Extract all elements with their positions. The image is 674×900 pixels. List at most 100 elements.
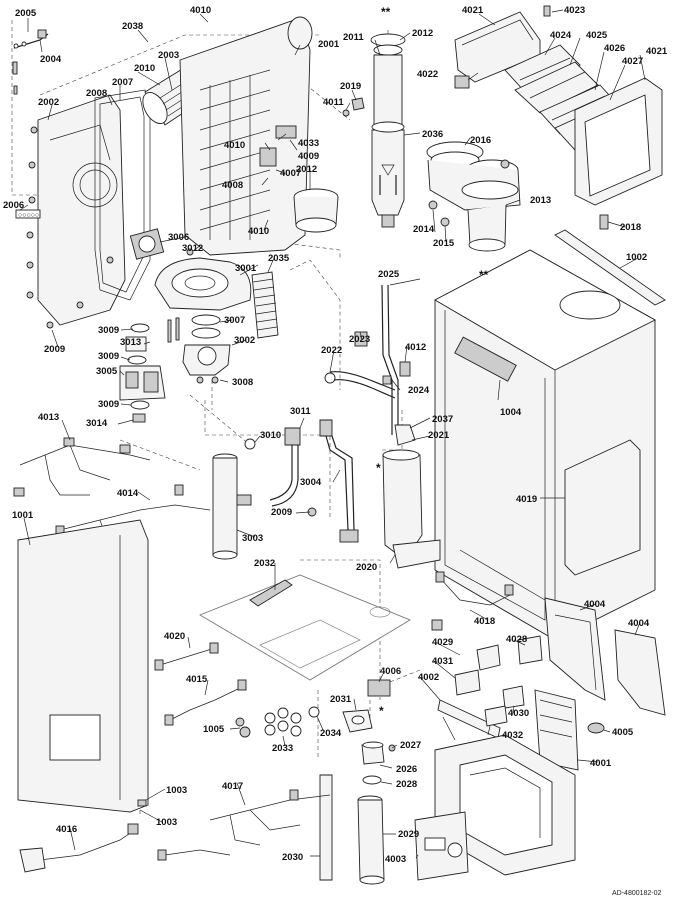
svg-text:○○○○○: ○○○○○ bbox=[18, 212, 39, 219]
label-4004-a: 4004 bbox=[584, 599, 606, 610]
label-2024: 2024 bbox=[408, 385, 430, 396]
label-2031: 2031 bbox=[330, 694, 352, 705]
drawing-reference: AD-4800182-02 bbox=[612, 890, 662, 897]
label-4017: 4017 bbox=[222, 781, 243, 792]
label-2026: 2026 bbox=[396, 764, 417, 775]
label-3001: 3001 bbox=[235, 263, 257, 274]
label-4032: 4032 bbox=[502, 730, 523, 741]
star-marker-flue: ** bbox=[479, 268, 489, 282]
label-4004-b: 4004 bbox=[628, 618, 650, 629]
label-2028: 2028 bbox=[396, 779, 417, 790]
label-4021-right: 4021 bbox=[646, 46, 668, 57]
seal-rings bbox=[264, 706, 320, 737]
label-1002: 1002 bbox=[626, 252, 647, 263]
parts-drawing: ○○○○○ bbox=[11, 5, 666, 885]
exchanger-fins bbox=[199, 69, 271, 240]
label-2033: 2033 bbox=[272, 743, 293, 754]
label-4014: 4014 bbox=[117, 488, 139, 499]
label-2014: 2014 bbox=[413, 224, 435, 235]
label-4020: 4020 bbox=[164, 631, 185, 642]
label-4010: 4010 bbox=[190, 5, 211, 16]
label-4008: 4008 bbox=[222, 180, 243, 191]
label-2009-left: 2009 bbox=[44, 344, 65, 355]
label-4016: 4016 bbox=[56, 824, 77, 835]
label-4002: 4002 bbox=[418, 672, 439, 683]
label-4012: 4012 bbox=[405, 342, 426, 353]
label-3006: 3006 bbox=[168, 232, 189, 243]
label-2013: 2013 bbox=[530, 195, 551, 206]
label-4018: 4018 bbox=[474, 616, 495, 627]
label-3010: 3010 bbox=[260, 430, 281, 441]
label-2010: 2010 bbox=[134, 63, 155, 74]
label-2008: 2008 bbox=[86, 88, 107, 99]
label-2002: 2002 bbox=[38, 97, 59, 108]
label-4024: 4024 bbox=[550, 30, 572, 41]
label-4005: 4005 bbox=[612, 727, 634, 738]
label-3012: 3012 bbox=[182, 243, 203, 254]
label-3008: 3008 bbox=[232, 377, 253, 388]
label-4031: 4031 bbox=[432, 656, 454, 667]
label-4021-top: 4021 bbox=[462, 5, 484, 16]
label-2029: 2029 bbox=[398, 829, 419, 840]
label-3007: 3007 bbox=[224, 315, 245, 326]
label-2038: 2038 bbox=[122, 21, 143, 32]
label-4033: 4033 bbox=[298, 138, 319, 149]
label-1001: 1001 bbox=[12, 510, 34, 521]
label-2020: 2020 bbox=[356, 562, 377, 573]
label-3009-c: 3009 bbox=[98, 399, 119, 410]
star-marker-base: * bbox=[379, 704, 384, 718]
label-2011: 2011 bbox=[343, 32, 364, 43]
label-2023: 2023 bbox=[349, 334, 370, 345]
label-3009-b: 3009 bbox=[98, 351, 119, 362]
label-1004: 1004 bbox=[500, 407, 522, 418]
label-4028: 4028 bbox=[506, 634, 527, 645]
label-4010-mid: 4010 bbox=[224, 140, 245, 151]
label-3009-a: 3009 bbox=[98, 325, 119, 336]
label-4029: 4029 bbox=[432, 637, 453, 648]
label-2034: 2034 bbox=[320, 728, 342, 739]
label-2037: 2037 bbox=[432, 414, 453, 425]
label-2001: 2001 bbox=[318, 39, 340, 50]
label-4010-low: 4010 bbox=[248, 226, 269, 237]
label-2004: 2004 bbox=[40, 54, 62, 65]
label-4026: 4026 bbox=[604, 43, 625, 54]
label-4030: 4030 bbox=[508, 708, 529, 719]
leader-lines bbox=[19, 9, 646, 859]
label-4027: 4027 bbox=[622, 56, 643, 67]
label-2012-top: 2012 bbox=[412, 28, 433, 39]
label-4007: 4007 bbox=[280, 168, 301, 179]
label-3014: 3014 bbox=[86, 418, 108, 429]
label-2036: 2036 bbox=[422, 129, 443, 140]
label-2019: 2019 bbox=[340, 81, 361, 92]
label-2005: 2005 bbox=[15, 8, 37, 19]
label-2030: 2030 bbox=[282, 852, 303, 863]
label-4015: 4015 bbox=[186, 674, 208, 685]
label-4009: 4009 bbox=[298, 151, 319, 162]
label-1003-a: 1003 bbox=[166, 785, 187, 796]
label-2022: 2022 bbox=[321, 345, 342, 356]
label-2027: 2027 bbox=[400, 740, 421, 751]
label-4013: 4013 bbox=[38, 412, 59, 423]
label-4022: 4022 bbox=[417, 69, 438, 80]
label-4006: 4006 bbox=[380, 666, 401, 677]
plate-bolts bbox=[26, 126, 114, 329]
label-2035: 2035 bbox=[268, 253, 290, 264]
label-3013: 3013 bbox=[120, 337, 141, 348]
label-3011: 3011 bbox=[290, 406, 311, 417]
label-2032: 2032 bbox=[254, 558, 275, 569]
part-number-labels: 2005 2004 2038 4010 2003 2001 2010 2007 … bbox=[3, 5, 668, 897]
label-2003: 2003 bbox=[158, 50, 179, 61]
star-marker-siphon: * bbox=[376, 461, 381, 475]
label-2016: 2016 bbox=[470, 135, 491, 146]
label-3004: 3004 bbox=[300, 477, 322, 488]
label-2021: 2021 bbox=[428, 430, 450, 441]
label-2006: 2006 bbox=[3, 200, 24, 211]
label-1003-b: 1003 bbox=[156, 817, 177, 828]
label-3005: 3005 bbox=[96, 366, 118, 377]
label-2009-mid: 2009 bbox=[271, 507, 292, 518]
label-4023: 4023 bbox=[564, 5, 585, 16]
label-1005: 1005 bbox=[203, 724, 225, 735]
label-2018: 2018 bbox=[620, 222, 641, 233]
label-2012-mid: 2012 bbox=[296, 164, 317, 175]
